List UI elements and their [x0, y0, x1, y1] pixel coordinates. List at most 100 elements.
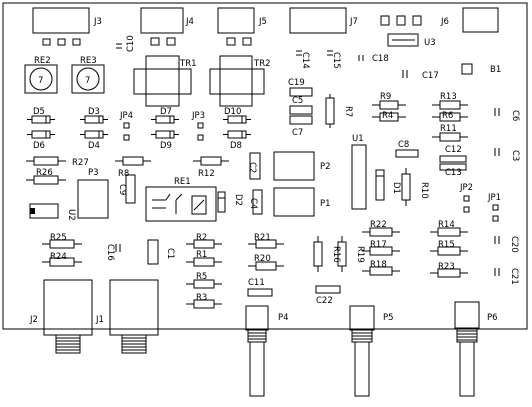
svg-text:C21: C21	[509, 268, 519, 285]
svg-text:R6: R6	[442, 111, 453, 121]
svg-text:J2: J2	[29, 315, 38, 325]
svg-text:JP1: JP1	[487, 193, 501, 203]
svg-text:D4: D4	[88, 141, 100, 151]
svg-text:R17: R17	[370, 240, 387, 250]
resistor-r9: R9	[372, 92, 406, 110]
svg-text:J5: J5	[258, 17, 267, 27]
svg-text:C20: C20	[509, 236, 519, 253]
svg-text:C19: C19	[288, 78, 305, 88]
cap-c10: C10	[116, 35, 136, 52]
resistor-r7: R7	[325, 94, 353, 128]
svg-text:RE3: RE3	[80, 56, 97, 66]
svg-text:C11: C11	[248, 278, 265, 288]
svg-text:R21: R21	[254, 233, 271, 243]
svg-text:D5: D5	[33, 107, 45, 117]
svg-text:J3: J3	[93, 17, 102, 27]
svg-text:D7: D7	[160, 107, 172, 117]
svg-text:R22: R22	[370, 220, 387, 230]
cap-c13: C13	[439, 163, 467, 178]
diode-d9: D9	[151, 130, 179, 151]
svg-text:R9: R9	[380, 92, 391, 102]
cap-c6: C6	[494, 108, 520, 121]
svg-text:P4: P4	[278, 313, 289, 323]
connector-j3: J3	[32, 7, 102, 46]
relay-re2: RE2 7	[24, 56, 58, 94]
cap-c7: C7	[289, 115, 313, 138]
resistor-r4: R4	[372, 111, 406, 122]
resistor-r17: R17	[362, 240, 400, 256]
svg-text:C10: C10	[126, 35, 136, 52]
svg-text:P3: P3	[88, 168, 99, 178]
resistor-r18: R18	[362, 260, 400, 276]
ic-u2: U2	[29, 203, 76, 221]
svg-text:C12: C12	[445, 145, 462, 155]
svg-text:R11: R11	[440, 124, 457, 134]
cap-c20: C20	[494, 236, 519, 253]
svg-text:R2: R2	[196, 233, 207, 243]
svg-text:R14: R14	[438, 220, 455, 230]
svg-text:R20: R20	[254, 254, 271, 264]
svg-text:C6: C6	[510, 110, 520, 121]
resistor-r24: R24	[42, 252, 82, 267]
cap-c12: C12	[439, 145, 467, 163]
board-outline	[2, 2, 528, 330]
diode-d6: D6	[27, 130, 55, 151]
svg-text:R23: R23	[438, 262, 455, 272]
svg-text:D1: D1	[391, 182, 401, 194]
svg-text:C8: C8	[398, 140, 409, 150]
svg-text:R19: R19	[355, 246, 365, 263]
jumper-jp4: JP4	[119, 111, 133, 141]
diode-d10: D10	[223, 107, 251, 124]
svg-text:D3: D3	[88, 107, 100, 117]
resistor-r15: R15	[430, 240, 468, 256]
pot-p6: P6	[454, 301, 498, 397]
svg-text:D10: D10	[224, 107, 241, 117]
svg-text:JP2: JP2	[459, 183, 473, 193]
svg-text:C14: C14	[300, 52, 310, 69]
svg-text:P1: P1	[320, 199, 331, 209]
svg-text:R12: R12	[198, 169, 215, 179]
diode-d8: D8	[223, 130, 251, 151]
cap-c1: C1	[147, 239, 175, 265]
connector-j4: J4	[140, 7, 194, 46]
resistor-r3: R3	[186, 293, 222, 309]
resistor-r16: R16	[313, 236, 341, 272]
resistor-r6: R6	[432, 111, 468, 122]
resistor-r5: R5	[186, 272, 222, 289]
cap-c22: C22	[315, 285, 341, 306]
resistor-r22: R22	[362, 220, 400, 237]
svg-text:C18: C18	[372, 54, 389, 64]
svg-text:C13: C13	[445, 168, 462, 178]
svg-text:U2: U2	[66, 209, 76, 221]
svg-text:R8: R8	[118, 169, 129, 179]
resistor-r23: R23	[430, 262, 468, 278]
svg-text:R24: R24	[50, 252, 67, 262]
resistor-r25: R25	[42, 233, 82, 249]
resistor-r11: R11	[432, 124, 468, 142]
ic-u1: U1	[351, 134, 367, 210]
pad-p3: P3	[77, 168, 109, 219]
cap-c5: C5	[289, 96, 313, 115]
svg-text:R1: R1	[196, 250, 207, 260]
pot-p5: P5	[349, 305, 394, 397]
jumper-jp3: JP3	[191, 111, 205, 141]
u3: U3	[387, 33, 436, 48]
svg-text:U3: U3	[424, 38, 436, 48]
svg-text:B1: B1	[490, 65, 501, 75]
svg-text:JP4: JP4	[119, 111, 133, 121]
cap-c21: C21	[494, 268, 519, 285]
diode-d1: D1	[375, 169, 401, 201]
svg-text:R13: R13	[440, 92, 457, 102]
transformer-tr1: TR1	[133, 55, 197, 107]
resistor-r14: R14	[430, 220, 468, 237]
svg-text:C22: C22	[316, 296, 333, 306]
svg-text:TR1: TR1	[179, 59, 197, 69]
svg-text:R3: R3	[196, 293, 207, 303]
svg-text:R10: R10	[419, 182, 429, 199]
connector-j5: J5	[217, 7, 267, 46]
jumper-jp2: JP2	[459, 183, 473, 213]
cap-c15: C15	[327, 50, 341, 69]
svg-text:RE2: RE2	[34, 56, 51, 66]
b1: B1	[461, 63, 501, 75]
resistor-r2: R2	[186, 233, 222, 249]
